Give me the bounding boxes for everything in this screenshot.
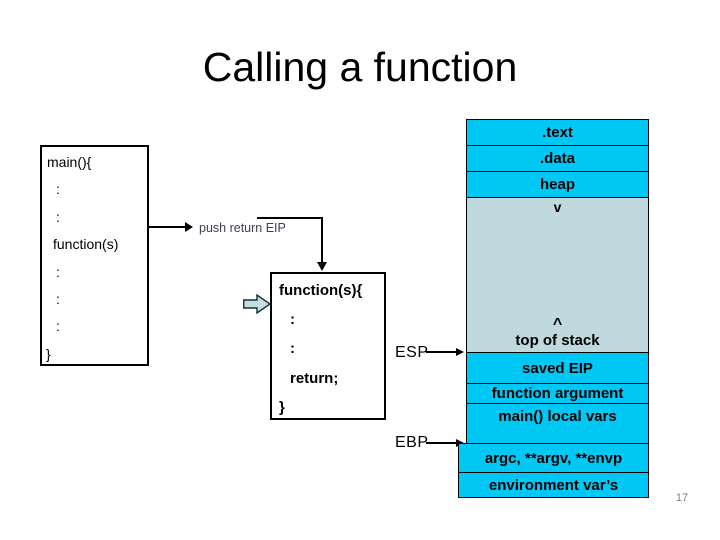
- stack-frame-row: main() local vars: [466, 403, 649, 444]
- stack-frame-row: saved EIP: [466, 352, 649, 384]
- ebp-register-label: EBP: [395, 434, 429, 451]
- memory-segment-row: .data: [466, 145, 649, 172]
- esp-pointer-line: [426, 351, 457, 353]
- call-connector-line: [149, 226, 185, 228]
- memory-segment-row: .text: [466, 119, 649, 146]
- main-code-box: main(){::function(s):::}: [40, 145, 149, 366]
- stack-growth-indicator: ^: [552, 316, 563, 333]
- ebp-pointer-line: [426, 442, 457, 444]
- slide-title: Calling a function: [202, 44, 518, 90]
- elbow-connector-vertical: [321, 217, 323, 263]
- code-line: :: [56, 318, 60, 335]
- code-line: return;: [290, 369, 339, 387]
- code-line: :: [56, 290, 60, 307]
- top-of-stack-group: ^ top of stack: [467, 316, 648, 350]
- stack-frame-row: argc, **argv, **envp: [458, 443, 649, 473]
- heap-growth-indicator: v: [553, 199, 562, 215]
- esp-arrow-icon: [456, 348, 464, 356]
- call-arrow-icon: [185, 222, 193, 232]
- memory-segment-row: heap: [466, 171, 649, 198]
- down-arrow-icon: [317, 262, 327, 271]
- esp-register-label: ESP: [395, 344, 429, 361]
- push-return-eip-label: push return EIP: [199, 221, 286, 235]
- code-line: :: [56, 263, 60, 280]
- elbow-connector-horizontal: [257, 217, 323, 219]
- page-number: 17: [675, 492, 689, 504]
- top-of-stack-label: top of stack: [515, 332, 600, 349]
- code-line: }: [279, 398, 285, 416]
- free-memory-region: v ^ top of stack: [466, 197, 649, 353]
- code-line: }: [46, 345, 51, 362]
- code-line: :: [290, 340, 295, 358]
- code-line: :: [290, 311, 295, 329]
- function-code-box: function(s){::return;}: [270, 272, 386, 420]
- code-line: function(s): [53, 236, 119, 253]
- code-line: function(s){: [279, 282, 363, 299]
- entry-block-arrow-icon: [243, 294, 271, 314]
- code-line: :: [56, 208, 60, 225]
- code-line: :: [56, 181, 60, 198]
- code-line: main(){: [47, 154, 92, 170]
- stack-frame-row: function argument: [466, 383, 649, 404]
- stack-frame-row: environment var’s: [458, 472, 649, 498]
